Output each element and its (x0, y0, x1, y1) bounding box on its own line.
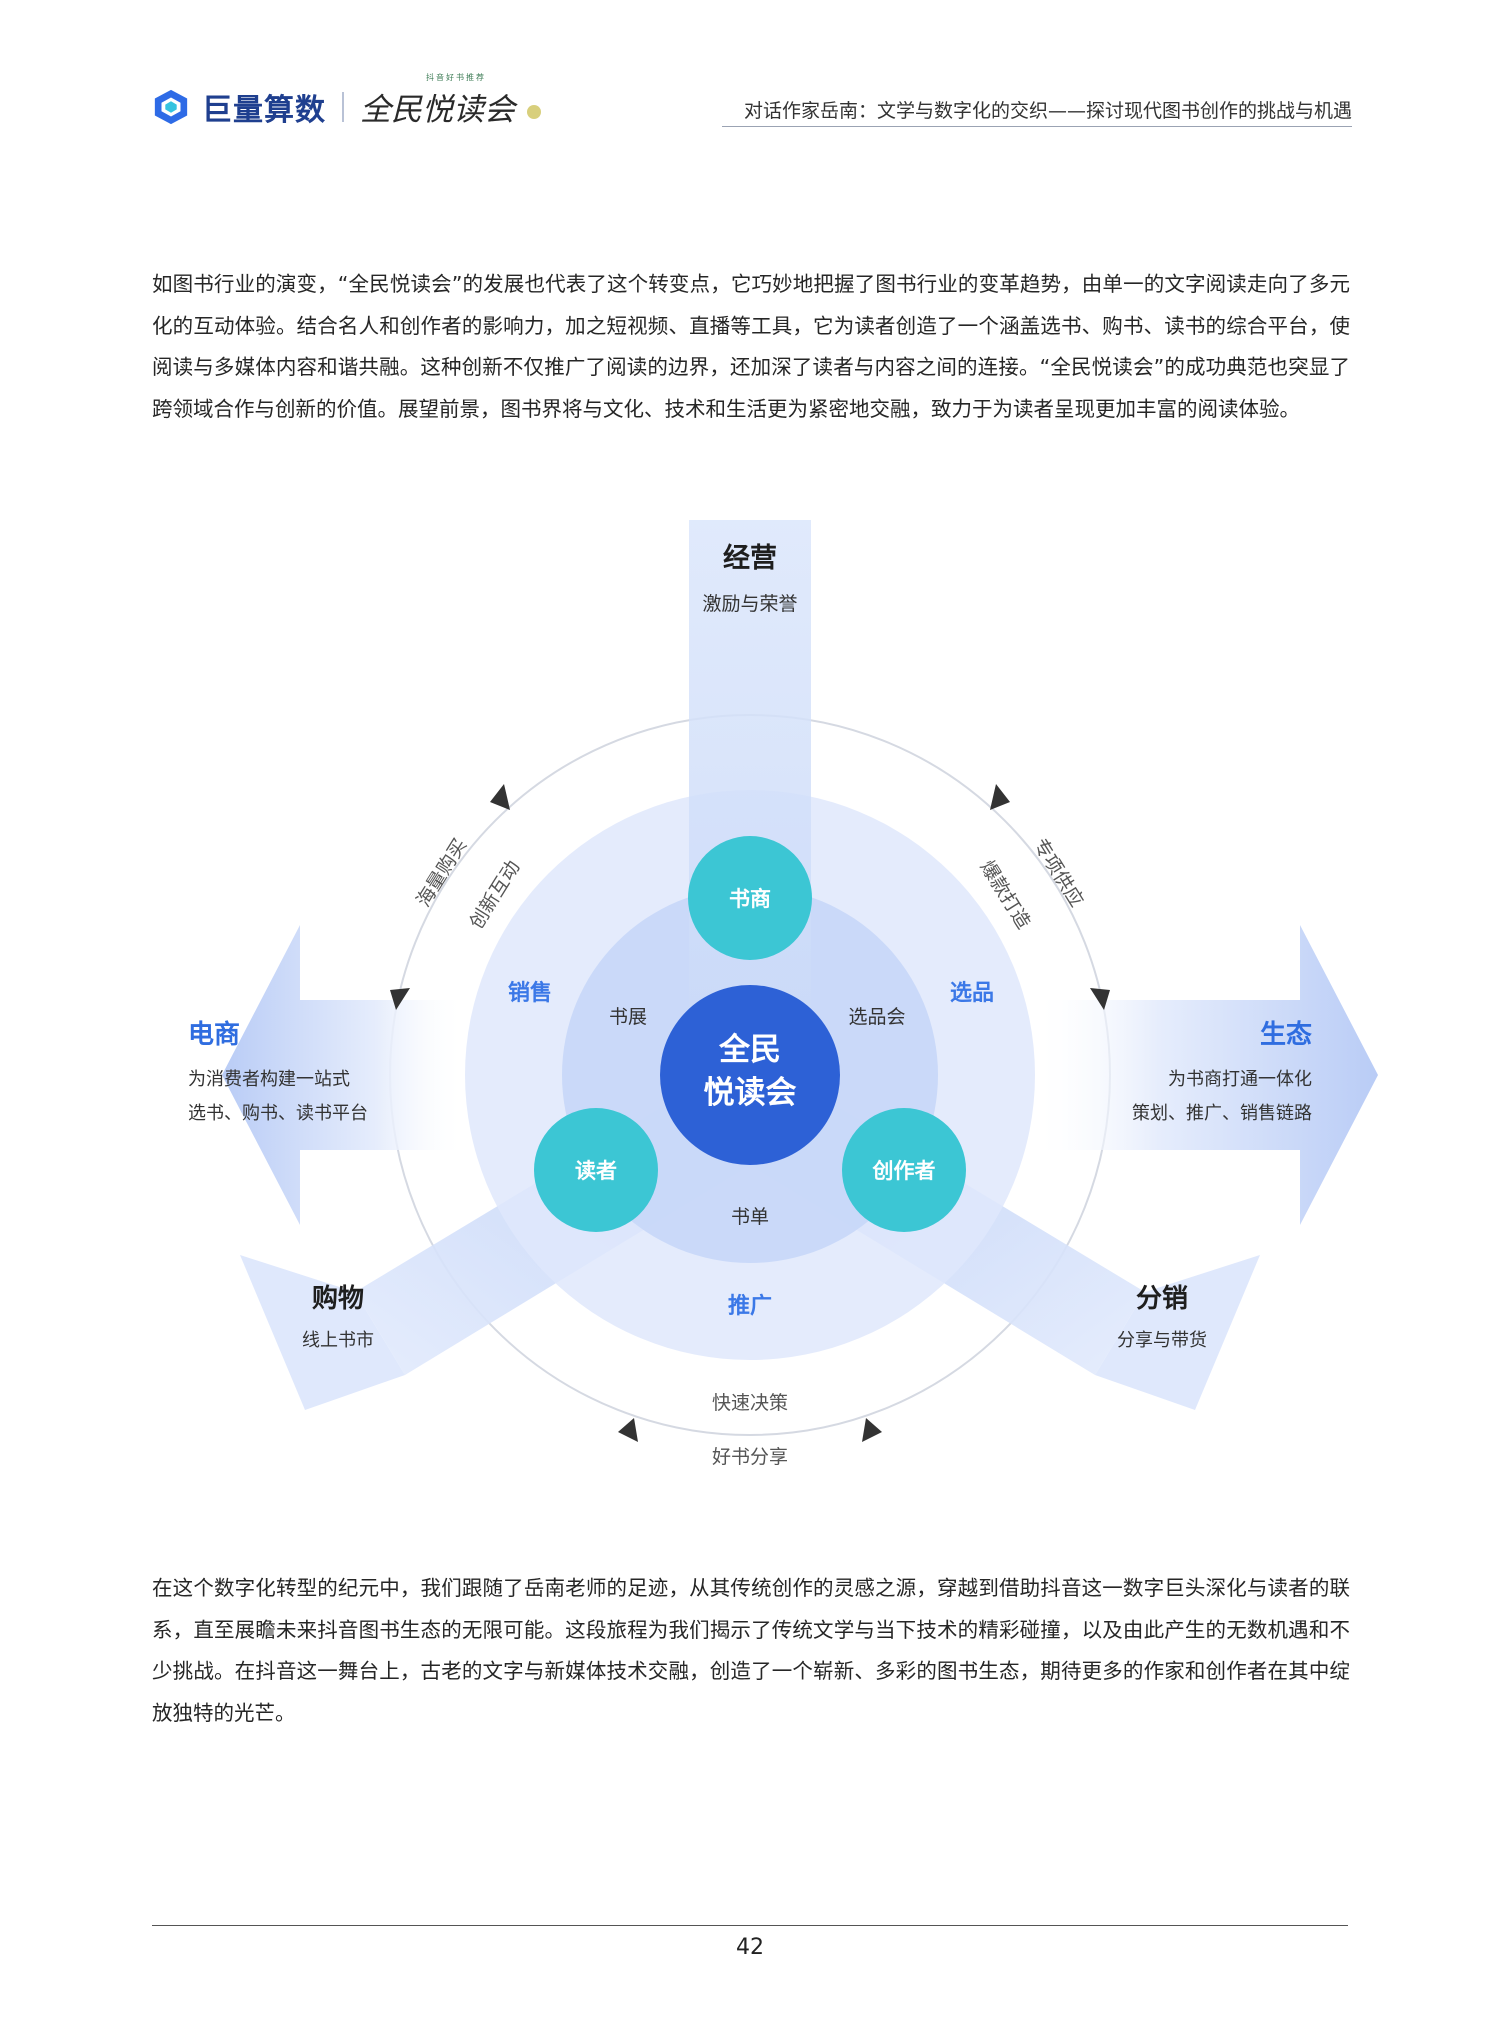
header-title: 对话作家岳南：文学与数字化的交织——探讨现代图书创作的挑战与机遇 (743, 100, 1352, 122)
event-logo: 全民悦读会 抖音好书推荐 (360, 73, 541, 129)
node-creator-circle (842, 1108, 966, 1232)
left-title: 电商 (188, 1019, 240, 1050)
footer-rule (152, 1925, 1348, 1926)
event-tag: 抖音好书推荐 (426, 73, 486, 82)
node-reader-label: 读者 (575, 1159, 617, 1183)
right-title: 生态 (1260, 1019, 1312, 1050)
bottom-right-band-end (1095, 1255, 1260, 1410)
arc-label-right-outer: 专项供应 (1029, 835, 1088, 911)
center-circle (660, 985, 840, 1165)
right-arrow-band (1040, 925, 1378, 1225)
inner-label-fair: 书展 (609, 1006, 647, 1028)
right-line-1: 为书商打通一体化 (1168, 1069, 1312, 1090)
left-line-2: 选书、购书、读书平台 (188, 1103, 368, 1124)
ecosystem-diagram: 经营 激励与荣誉 电商 为消费者构建一站式 选书、购书、读书平台 生态 为书商打… (188, 520, 1378, 1468)
top-band (689, 520, 811, 1075)
node-bookstore-label: 书商 (729, 887, 771, 911)
bottom-left-subtitle: 线上书市 (302, 1330, 374, 1351)
page-number: 42 (736, 1935, 764, 1960)
top-title: 经营 (723, 542, 777, 574)
arc-label-bottom-outer: 好书分享 (712, 1446, 788, 1468)
event-name: 全民悦读会 (360, 92, 515, 128)
arc-arrow-right-bottom-icon (1090, 988, 1110, 1010)
arc-arrow-right-top-icon (990, 784, 1010, 810)
header-rule (722, 126, 1352, 127)
inner-label-selection-meeting: 选品会 (848, 1006, 905, 1028)
ring-label-selection: 选品 (950, 981, 994, 1006)
node-creator-label: 创作者 (872, 1159, 936, 1183)
arc-label-bottom-inner: 快速决策 (712, 1392, 788, 1414)
top-subtitle: 激励与荣誉 (702, 593, 797, 615)
brand: 巨量算数 全民悦读会 抖音好书推荐 (152, 73, 541, 129)
body-paragraph-1: 如图书行业的演变，“全民悦读会”的发展也代表了这个转变点，它巧妙地把握了图书行业… (152, 272, 1350, 421)
brand-logo-icon (154, 89, 188, 124)
arc-arrow-bottom-left-icon (618, 1418, 638, 1442)
arc-arrow-left-bottom-icon (390, 988, 410, 1010)
center-label-line-1: 全民 (718, 1032, 781, 1068)
bottom-left-title: 购物 (312, 1284, 364, 1314)
ring-label-sales: 销售 (508, 980, 552, 1006)
brand-name: 巨量算数 (202, 92, 326, 128)
node-reader-circle (534, 1108, 658, 1232)
bottom-right-subtitle: 分享与带货 (1117, 1330, 1207, 1351)
brand-divider (342, 91, 344, 122)
page-header: 巨量算数 全民悦读会 抖音好书推荐 对话作家岳南：文学与数字化的交织——探讨现代… (0, 0, 1500, 140)
arc-arrow-left-top-icon (490, 784, 510, 810)
event-stamp-icon (526, 104, 541, 119)
right-line-2: 策划、推广、销售链路 (1132, 1103, 1312, 1124)
bottom-right-title: 分销 (1136, 1284, 1188, 1314)
center-label-line-2: 悦读会 (704, 1075, 797, 1111)
ring-label-promotion: 推广 (728, 1293, 772, 1319)
left-line-1: 为消费者构建一站式 (188, 1069, 350, 1090)
node-bookstore-circle (688, 836, 812, 960)
inner-label-booklist: 书单 (731, 1206, 769, 1228)
body-paragraph-2: 在这个数字化转型的纪元中，我们跟随了岳南老师的足迹，从其传统创作的灵感之源，穿越… (152, 1576, 1350, 1725)
arc-label-left-outer: 海量购买 (412, 835, 471, 911)
arc-arrow-bottom-right-icon (862, 1418, 882, 1442)
bottom-left-band-end (240, 1255, 405, 1410)
